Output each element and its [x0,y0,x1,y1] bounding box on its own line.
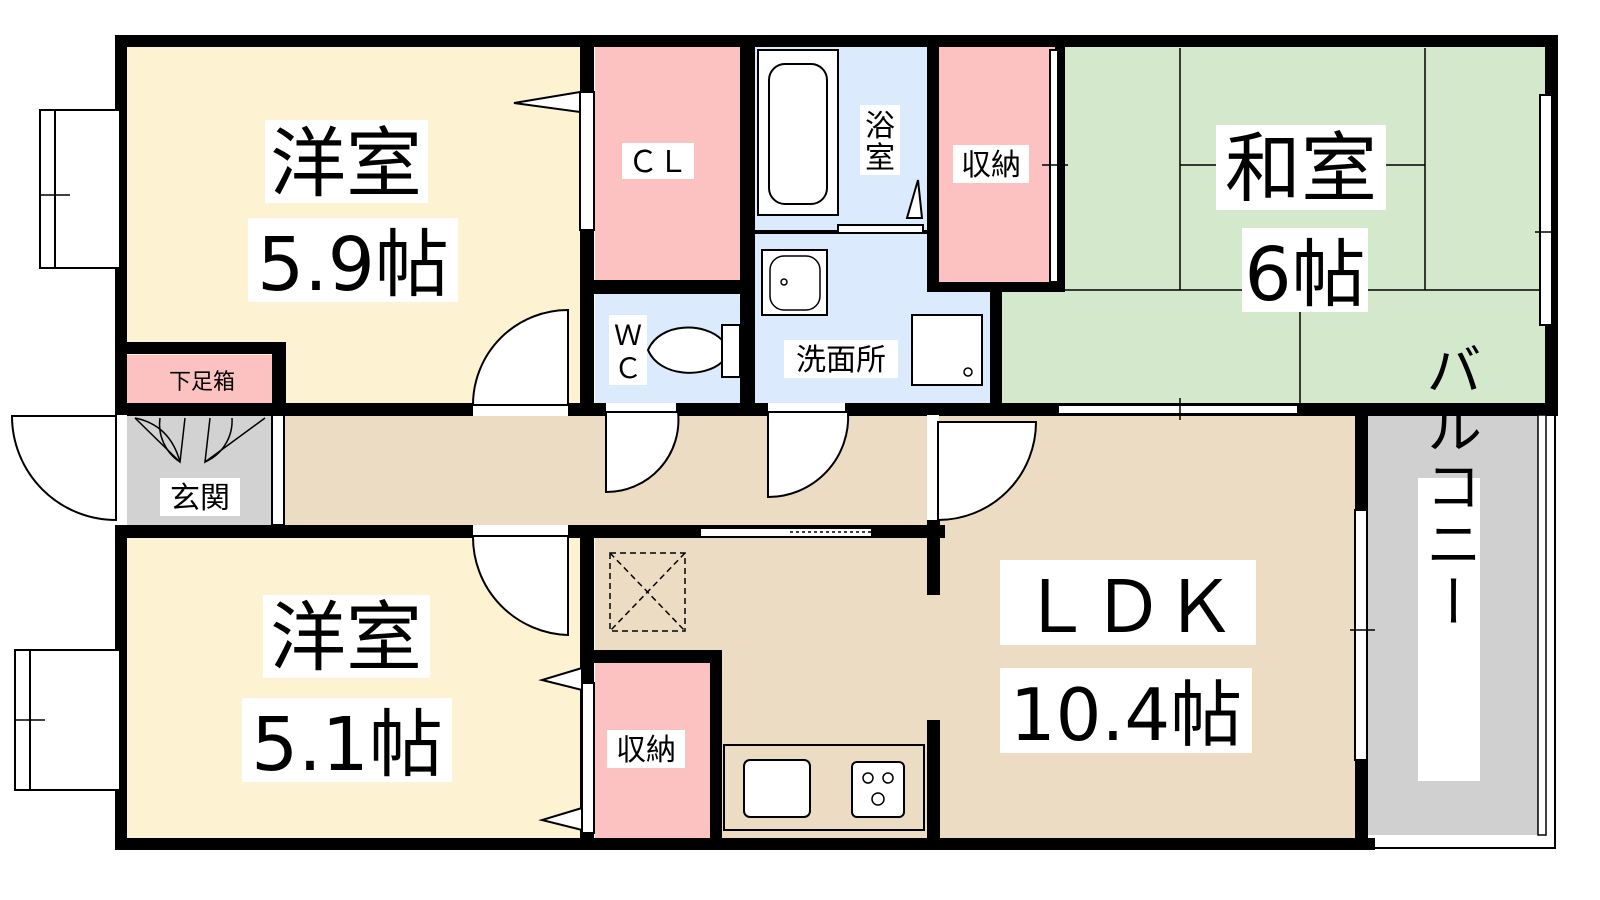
storage-door [581,682,595,834]
washroom-label: 洗面所 [796,343,886,378]
genkan-step [271,414,285,526]
washitsu-size: 6帖 [1244,232,1365,318]
window-ldk-east [1354,509,1368,761]
bath-label-2: 室 [865,141,895,176]
kitchen-counter [723,744,925,831]
sliding-washitsu-ldk [1057,404,1299,415]
sliding-washitsu-storage [1049,49,1059,283]
door-closet-leaf [513,90,581,114]
western2-size: 5.1帖 [251,702,443,788]
storage2-label: 収納 [616,733,676,768]
kitchen-sink-icon [743,759,811,818]
toilet-icon [646,324,741,378]
ldk-size: 10.4帖 [1010,673,1242,757]
shoebox-doors [134,417,266,464]
sliding-hall-dining [699,527,873,538]
western1-size: 5.9帖 [257,222,449,308]
window-washitsu-east [1539,94,1553,326]
door-storage-leaf2 [538,806,583,832]
window-western1 [39,109,121,269]
washing-machine-icon [911,314,983,386]
wc-label-2: Ｃ [614,352,642,385]
ldk-name: ＬＤＫ [1020,565,1236,649]
labels: 洋室 5.9帖 洋室 5.1帖 ＣＬ 浴 室 収納 洗面所 Ｗ Ｃ 和室 6帖 … [160,105,1482,788]
wc-label-1: Ｗ [614,319,642,352]
door-entrance [10,415,117,522]
western2-name: 洋室 [270,593,422,682]
bath-label-1: 浴 [865,109,895,144]
closet-label: ＣＬ [628,145,688,180]
door-western2 [471,535,569,637]
door-bath-leaf [905,179,924,219]
door-western1 [471,308,569,406]
door-ldk [937,421,1038,522]
western1-name: 洋室 [270,119,422,208]
door-openings [115,403,939,538]
door-storage-leaf1 [538,666,583,692]
stove-icon [851,761,905,818]
genkan-label: 玄関 [170,481,230,516]
closet-door [579,91,595,231]
room-washitsu-fill [1063,45,1548,407]
door-swings [10,90,1038,832]
washitsu-name: 和室 [1225,124,1377,213]
storage1-label: 収納 [961,148,1021,183]
refrigerator-space-icon [609,552,686,632]
door-washroom [767,411,850,499]
shoebox-label: 下足箱 [169,370,235,395]
windows [14,49,1558,834]
door-wc [605,411,680,494]
balcony-rail [1368,414,1556,849]
room-shoebox-fill [125,355,280,407]
bath-door [837,224,924,234]
room-washitsu-fill2 [998,290,1068,407]
bathtub-icon [757,49,839,216]
balcony-label: バルコニー [1417,341,1482,631]
sink-icon [761,249,828,316]
